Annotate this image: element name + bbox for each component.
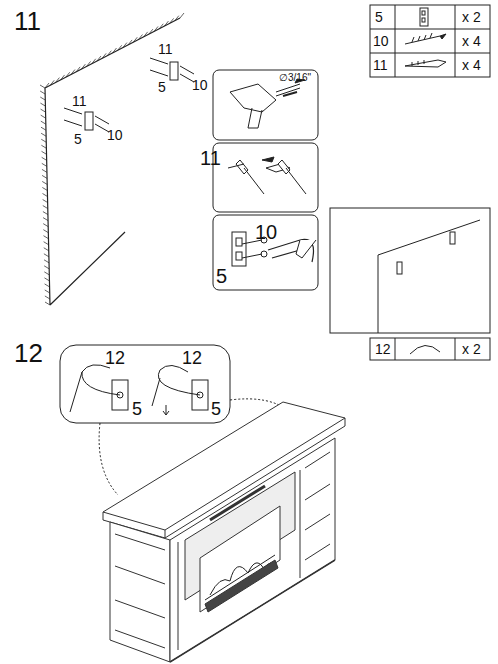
hammer-panel bbox=[213, 143, 318, 212]
callout-number: 11 bbox=[72, 94, 87, 108]
part-quantity: x 2 bbox=[462, 342, 481, 356]
callout-number: 10 bbox=[255, 222, 277, 242]
part-number: 5 bbox=[375, 10, 383, 24]
step-number: 12 bbox=[14, 340, 43, 366]
wall-bracket bbox=[64, 58, 194, 132]
callout-number: 11 bbox=[158, 42, 173, 56]
drill-size: ∅3/16" bbox=[279, 73, 311, 83]
part-quantity: x 4 bbox=[462, 58, 481, 72]
callout-number: 5 bbox=[132, 400, 142, 418]
callout-number: 11 bbox=[200, 148, 221, 168]
callout-number: 12 bbox=[105, 349, 125, 367]
part-number: 12 bbox=[375, 342, 391, 356]
callout-number: 10 bbox=[107, 128, 123, 142]
drill-panel bbox=[213, 70, 318, 140]
part-quantity: x 4 bbox=[462, 34, 481, 48]
part-number: 10 bbox=[373, 34, 389, 48]
part-quantity: x 2 bbox=[462, 10, 481, 24]
screwdriver-panel bbox=[213, 215, 318, 290]
mounted-bracket-view bbox=[330, 208, 490, 360]
callout-number: 10 bbox=[192, 78, 208, 92]
wall bbox=[40, 13, 184, 305]
callout-number: 5 bbox=[158, 80, 166, 94]
callout-number: 5 bbox=[211, 400, 221, 418]
callout-number: 5 bbox=[74, 132, 82, 146]
callout-number: 5 bbox=[216, 266, 227, 286]
parts-table bbox=[370, 5, 490, 77]
step-number: 11 bbox=[14, 8, 41, 34]
callout-number: 12 bbox=[182, 349, 202, 367]
fireplace-mantel bbox=[103, 402, 345, 662]
part-number: 11 bbox=[373, 58, 388, 72]
